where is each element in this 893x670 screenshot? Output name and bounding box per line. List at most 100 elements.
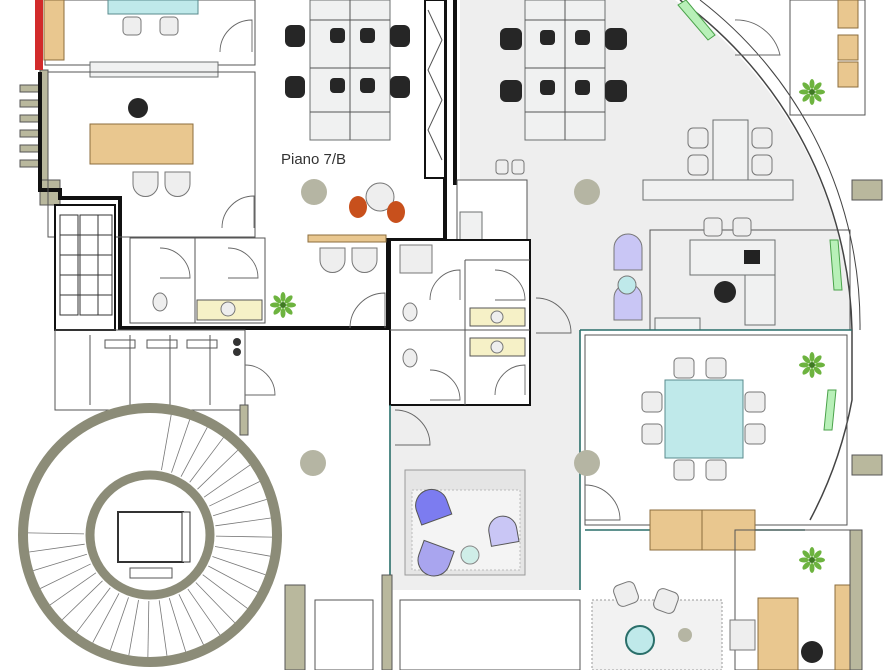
guest-chair-bottom-right [729, 619, 756, 651]
spiral-stair-treads [28, 414, 272, 657]
column-1 [301, 179, 327, 205]
bench-strip [307, 234, 387, 243]
wc-core-basin-2 [490, 340, 504, 354]
storage-right-top [789, 0, 866, 116]
meeting-chairs-right [641, 357, 766, 481]
stair-tread [28, 532, 85, 535]
door-meeting-right [584, 484, 621, 521]
curved-facade-outer [699, 0, 861, 331]
office-chairs-left [285, 25, 410, 98]
stair-tread [212, 498, 267, 517]
exec-return [744, 274, 776, 326]
door-wc2 [227, 247, 259, 279]
plant-icon [799, 79, 825, 105]
plant-icon [799, 547, 825, 573]
wood-panels-right [837, 0, 859, 88]
stair-tread [202, 574, 248, 609]
stair-tread [128, 599, 139, 656]
stair-tread [168, 597, 187, 652]
rug-lounge [591, 599, 723, 670]
door-core-4 [494, 364, 526, 396]
stair-core-rail [181, 511, 191, 563]
waiting-chairs [415, 488, 520, 577]
shaft [424, 0, 446, 179]
office-chairs-right [500, 28, 627, 102]
exec-chair [714, 281, 736, 303]
curved-glass-panel-2 [823, 389, 837, 431]
wc-core-partitions [390, 259, 530, 405]
bench-seats [319, 247, 378, 273]
stair-tread [212, 556, 266, 576]
desk-cluster-left-dividers [310, 0, 390, 140]
stair-tread [189, 437, 224, 483]
door-core-3 [494, 269, 526, 301]
curved-glass-panel-1 [829, 239, 843, 291]
stair-tread [209, 481, 260, 507]
stair-landing [129, 567, 173, 579]
stair-tread [92, 593, 120, 643]
sink-left [220, 301, 236, 317]
exec-cabinet [654, 317, 701, 331]
plant-icon [270, 79, 825, 573]
curved-glass-panel-3 [677, 0, 716, 41]
toilet-core-2 [402, 348, 418, 368]
wc-core-basin-1 [490, 310, 504, 324]
facade-pier-1 [851, 179, 883, 201]
door-terrace [734, 19, 781, 56]
shaft-bottom [314, 599, 374, 670]
lift-buttons [233, 338, 241, 356]
door-office-left [221, 195, 255, 229]
door-core-2 [429, 369, 461, 401]
column-2 [574, 179, 600, 205]
door-exec [535, 297, 572, 334]
stair-tread [76, 587, 111, 633]
locker-block [54, 204, 116, 331]
curved-facade [679, 0, 853, 521]
stair-tread [197, 449, 239, 490]
chair-bottom-right [801, 641, 823, 663]
facade-pier-2 [851, 454, 883, 476]
exec-desk-top [712, 119, 749, 186]
door-core-1 [429, 269, 461, 301]
stair-tread [214, 546, 271, 557]
door-lift [244, 364, 276, 396]
sideboard [642, 179, 794, 201]
exec-chairs-top [687, 127, 773, 176]
stair-tread [215, 535, 272, 538]
door-open-office [349, 292, 386, 329]
stair-tread [40, 563, 91, 589]
stair-tread [158, 600, 168, 656]
desk-cluster-right-dividers [525, 0, 605, 140]
shower-core [399, 244, 433, 274]
office-left-chair [128, 98, 148, 118]
desk-bottom-right [757, 597, 799, 670]
lounge-armchairs-right [613, 233, 643, 321]
office-left-desk [89, 123, 194, 165]
low-shelf [89, 61, 219, 78]
stair-tread [29, 543, 85, 553]
stair-jamb [239, 404, 249, 436]
stair-tread [215, 517, 271, 527]
plant-icon [270, 292, 296, 318]
stair-tread [187, 588, 221, 636]
door-corridor [394, 409, 431, 446]
meeting-chairs-top [122, 16, 179, 36]
meeting-table-top [107, 0, 199, 15]
stair-tread [109, 597, 129, 651]
door-top-left [219, 19, 253, 53]
stair-tread [171, 419, 191, 473]
column-4 [574, 450, 600, 476]
stair-tread [161, 414, 172, 471]
plant-icon [799, 352, 825, 378]
wall-bottom-left [284, 584, 306, 670]
stair-tread [147, 600, 150, 657]
stair-tread [33, 553, 88, 572]
toilet-core-1 [402, 302, 418, 322]
facade-bottom-right [849, 529, 863, 670]
stair-tread [208, 565, 258, 593]
door-wc1 [159, 247, 191, 279]
room-bottom-center [399, 599, 581, 670]
lounge-chairs-bottom [613, 581, 692, 655]
stair-tread [195, 582, 236, 624]
toilet-left [152, 292, 168, 312]
